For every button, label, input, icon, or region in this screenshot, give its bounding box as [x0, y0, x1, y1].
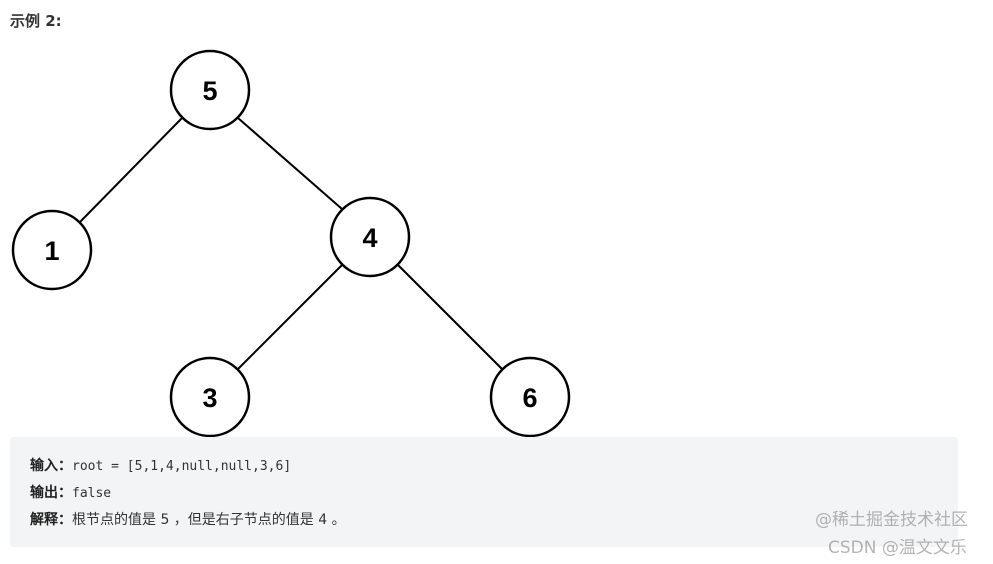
- node-label-1: 1: [44, 236, 59, 266]
- node-label-5: 5: [202, 76, 217, 106]
- watermark-csdn: CSDN @温文文乐: [828, 538, 967, 558]
- node-5: [169, 49, 251, 131]
- edge-5-4: [237, 117, 343, 210]
- input-label: 输入：: [30, 458, 72, 474]
- node-label-3: 3: [202, 383, 217, 413]
- binary-tree-diagram: 5 1 4 3 6: [11, 49, 571, 438]
- example-heading: 示例 2:: [10, 12, 62, 30]
- edge-4-3: [237, 264, 343, 370]
- watermark-juejin: @稀土掘金技术社区: [815, 510, 968, 530]
- node-1: [11, 209, 93, 291]
- explanation-label: 解释：: [30, 512, 72, 528]
- input-line: 输入：root = [5,1,4,null,null,3,6]: [30, 455, 291, 475]
- node-label-6: 6: [522, 383, 537, 413]
- edge-5-1: [79, 117, 183, 223]
- output-value: false: [72, 486, 112, 501]
- node-label-4: 4: [362, 223, 377, 253]
- explanation-line: 解释：根节点的值是 5 ，但是右子节点的值是 4 。: [30, 509, 346, 529]
- example-code-block: [10, 437, 958, 547]
- explanation-value: 根节点的值是 5 ，但是右子节点的值是 4 。: [72, 512, 346, 528]
- node-6: [489, 356, 571, 438]
- node-4: [329, 196, 411, 278]
- input-value: root = [5,1,4,null,null,3,6]: [72, 459, 292, 474]
- edge-4-6: [397, 264, 503, 370]
- node-3: [169, 356, 251, 438]
- output-line: 输出：false: [30, 482, 111, 502]
- output-label: 输出：: [30, 485, 72, 501]
